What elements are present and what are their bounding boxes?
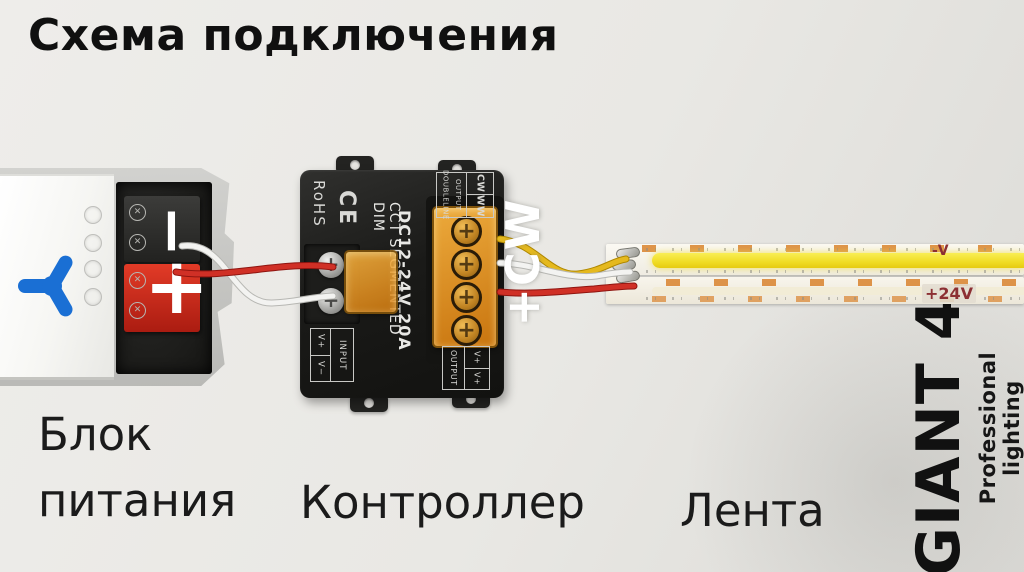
input-terminal-cover bbox=[344, 250, 398, 314]
cw-cell: CW bbox=[467, 173, 493, 194]
plus-label: + bbox=[144, 242, 210, 332]
output-v-plus-label: V+ bbox=[472, 372, 482, 386]
input-screw-icon: + bbox=[318, 288, 344, 314]
brand-tagline: Professional lighting bbox=[976, 351, 1024, 505]
solder-lug bbox=[611, 259, 637, 271]
v-minus-label: V− bbox=[315, 360, 326, 376]
input-screw-icon: + bbox=[318, 252, 344, 278]
input-cells: V+ V− bbox=[311, 329, 331, 381]
mounting-hole bbox=[350, 160, 360, 170]
output-cells: V+ V+ bbox=[463, 347, 489, 390]
cob-led-line bbox=[652, 253, 1024, 268]
clamp-screw-icon: ✕ bbox=[129, 302, 146, 319]
mounting-hole bbox=[466, 394, 476, 404]
strip-markings bbox=[646, 297, 1024, 300]
mounting-ear bbox=[336, 156, 374, 174]
ce-mark-icon: CE bbox=[334, 190, 359, 228]
psu-brand-logo-icon bbox=[18, 255, 73, 317]
controller-caption: Контроллер bbox=[300, 476, 585, 529]
psu-embossed-icon bbox=[84, 260, 102, 278]
output-screw-icon: + bbox=[451, 315, 482, 346]
controller: RoHS CE CCT SEGMENTED DIM DC12-24V 20A +… bbox=[296, 154, 510, 414]
solder-pads bbox=[642, 279, 1024, 286]
led-strip-cw-line bbox=[606, 244, 1024, 275]
doubleline-output-label: OUTPUT bbox=[453, 179, 462, 211]
cw-ww-cells: CW WW bbox=[466, 173, 493, 217]
output-terminal-block: + + + + bbox=[432, 206, 498, 348]
input-title-column: INPUT bbox=[331, 329, 353, 381]
clamp-screw-icon: ✕ bbox=[129, 272, 146, 289]
strip-negative-marking: -V bbox=[932, 243, 950, 259]
v-minus-cell: V− bbox=[311, 354, 330, 382]
output-screw-icon: + bbox=[451, 216, 482, 247]
output-title-column: OUTPUT bbox=[443, 347, 464, 389]
rating-label: DC12-24V 20A bbox=[395, 210, 414, 351]
rohs-label: RoHS bbox=[310, 180, 328, 228]
output-v-plus-cell: V+ bbox=[465, 347, 489, 368]
cw-label: CW bbox=[474, 174, 486, 193]
brand-name: GIANT 4 bbox=[904, 297, 974, 572]
psu-embossed-icon bbox=[84, 288, 102, 306]
ww-label: WW bbox=[474, 195, 486, 217]
mounting-ear bbox=[350, 394, 388, 412]
led-strip: -V +24V bbox=[606, 242, 1024, 306]
strip-markings bbox=[646, 248, 1024, 251]
psu-caption-line1: Блок bbox=[38, 408, 153, 461]
output-screw-icon: + bbox=[451, 282, 482, 313]
output-v-plus-label: V+ bbox=[472, 350, 482, 364]
strip-caption: Лента bbox=[680, 484, 825, 537]
output-v-plus-cell: V+ bbox=[464, 367, 489, 390]
output-label: OUTPUT bbox=[448, 350, 458, 386]
psu-caption-line2: питания bbox=[38, 474, 237, 527]
mounting-hole bbox=[364, 398, 374, 408]
cob-led-line-off bbox=[652, 287, 1024, 295]
wire-label-plus-cw: +CW bbox=[496, 197, 550, 327]
strip-markings bbox=[646, 270, 1024, 273]
doubleline-output-box: DOUBLELINE OUTPUT CW WW bbox=[436, 170, 494, 220]
clamp-screw-icon: ✕ bbox=[129, 234, 146, 251]
ww-cell: WW bbox=[467, 194, 493, 217]
psu-embossed-icon bbox=[84, 206, 102, 224]
v-plus-label: V+ bbox=[315, 334, 326, 350]
output-screw-icon: + bbox=[451, 249, 482, 280]
page-title: Схема подключения bbox=[28, 10, 559, 61]
doubleline-label: DOUBLELINE bbox=[441, 170, 450, 220]
v-plus-cell: V+ bbox=[311, 329, 330, 355]
input-label: INPUT bbox=[336, 339, 347, 371]
input-label-box: V+ V− INPUT bbox=[310, 328, 354, 382]
psu-embossed-icon bbox=[84, 234, 102, 252]
output-label-box: OUTPUT V+ V+ bbox=[442, 346, 490, 390]
strip-voltage-marking: +24V bbox=[922, 284, 977, 303]
power-supply: ✕ ✕ ✕ ✕ − + bbox=[0, 166, 238, 390]
doubleline-text-column: DOUBLELINE OUTPUT bbox=[437, 170, 466, 220]
clamp-screw-icon: ✕ bbox=[129, 204, 146, 221]
mounting-hole bbox=[452, 164, 462, 174]
